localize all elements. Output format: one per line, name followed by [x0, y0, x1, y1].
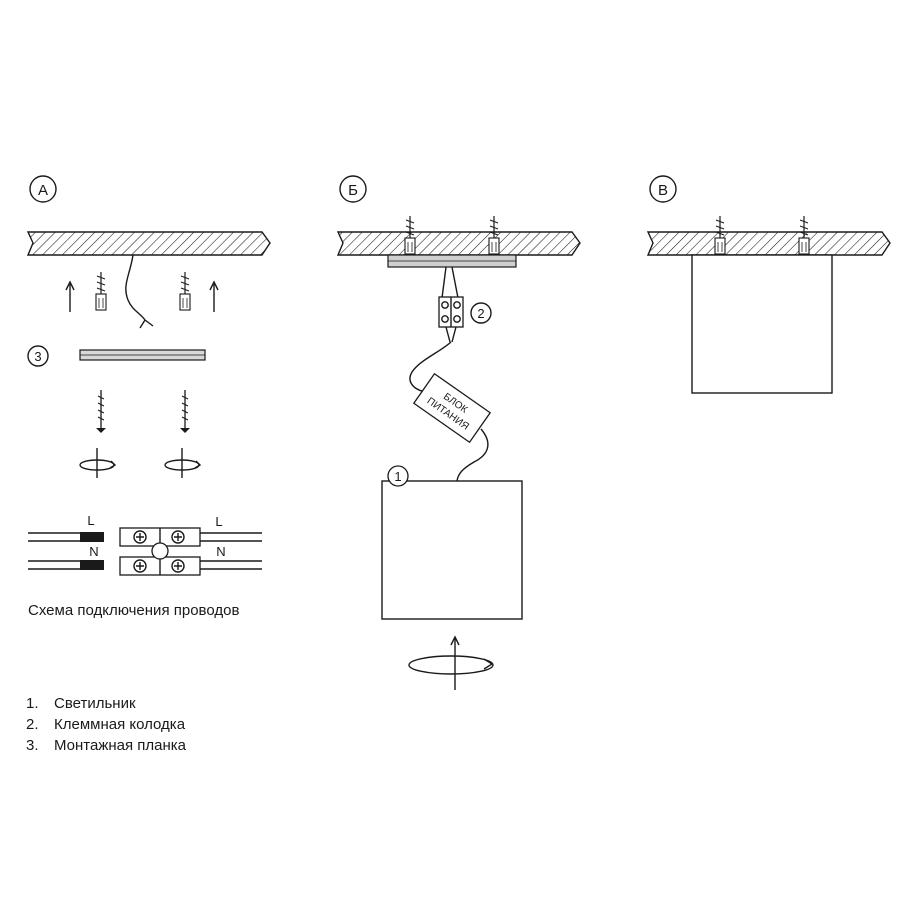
legend-text: Клеммная колодка	[54, 716, 186, 733]
cable-upper	[409, 341, 452, 393]
panel-b-badge	[339, 175, 367, 203]
panel-c-badge	[649, 175, 677, 203]
terminal-block	[438, 296, 464, 328]
wire-l-right-label: L	[215, 514, 222, 529]
ceiling-a	[26, 231, 271, 256]
ceiling-cable-a	[125, 254, 146, 321]
rotate-icon-luminaire	[408, 635, 494, 690]
wire-n-left-label: N	[89, 544, 98, 559]
legend-item: 3. Монтажная планка	[26, 735, 186, 756]
marker-2	[470, 302, 492, 324]
up-arrow-left	[65, 280, 75, 312]
ceiling-c	[646, 231, 891, 256]
panel-c-letter: В	[658, 182, 668, 199]
wiring-caption: Схема подключения проводов	[28, 602, 240, 619]
ceiling-b	[336, 231, 581, 256]
screw-right	[180, 390, 190, 433]
cable-lower	[456, 428, 489, 482]
panel-b-letter: Б	[348, 182, 358, 199]
up-arrow-right	[209, 280, 219, 312]
terminal-block-schema	[119, 527, 201, 576]
legend-num: 3.	[26, 737, 39, 754]
panel-a-letter: А	[38, 182, 48, 199]
legend-text: Светильник	[54, 695, 136, 712]
wire-l-left-label: L	[87, 513, 94, 528]
power-supply-box: БЛОК ПИТАНИЯ	[412, 372, 492, 444]
legend-num: 2.	[26, 716, 39, 733]
wiring-schema: L N L N	[28, 513, 262, 576]
marker-2-label: 2	[477, 306, 484, 321]
panel-c: В	[646, 175, 891, 394]
legend-item: 2. Клеммная колодка	[26, 714, 186, 735]
cable-ends-a	[139, 319, 154, 329]
mounted-luminaire	[691, 254, 833, 394]
ceiling-wires-b	[441, 266, 459, 299]
dowel-a-left	[95, 271, 107, 311]
screw-left	[96, 390, 106, 433]
wire-n-right-label: N	[216, 544, 225, 559]
panel-a: А 3	[26, 175, 271, 576]
legend-text: Монтажная планка	[54, 737, 187, 754]
legend-item: 1. Светильник	[26, 693, 186, 714]
marker-1	[387, 465, 409, 487]
legend-num: 1.	[26, 695, 39, 712]
luminaire	[381, 480, 523, 620]
rotate-icon-left	[79, 448, 117, 478]
rotate-icon-right	[164, 448, 202, 478]
marker-1-label: 1	[394, 469, 401, 484]
marker-3	[27, 345, 49, 367]
marker-3-label: 3	[34, 349, 41, 364]
panel-b: Б 2 БЛОК ПИТАНИЯ	[336, 175, 581, 690]
legend: 1. Светильник 2. Клеммная колодка 3. Мон…	[26, 693, 186, 756]
panel-a-badge	[29, 175, 57, 203]
dowel-a-right	[179, 271, 191, 311]
